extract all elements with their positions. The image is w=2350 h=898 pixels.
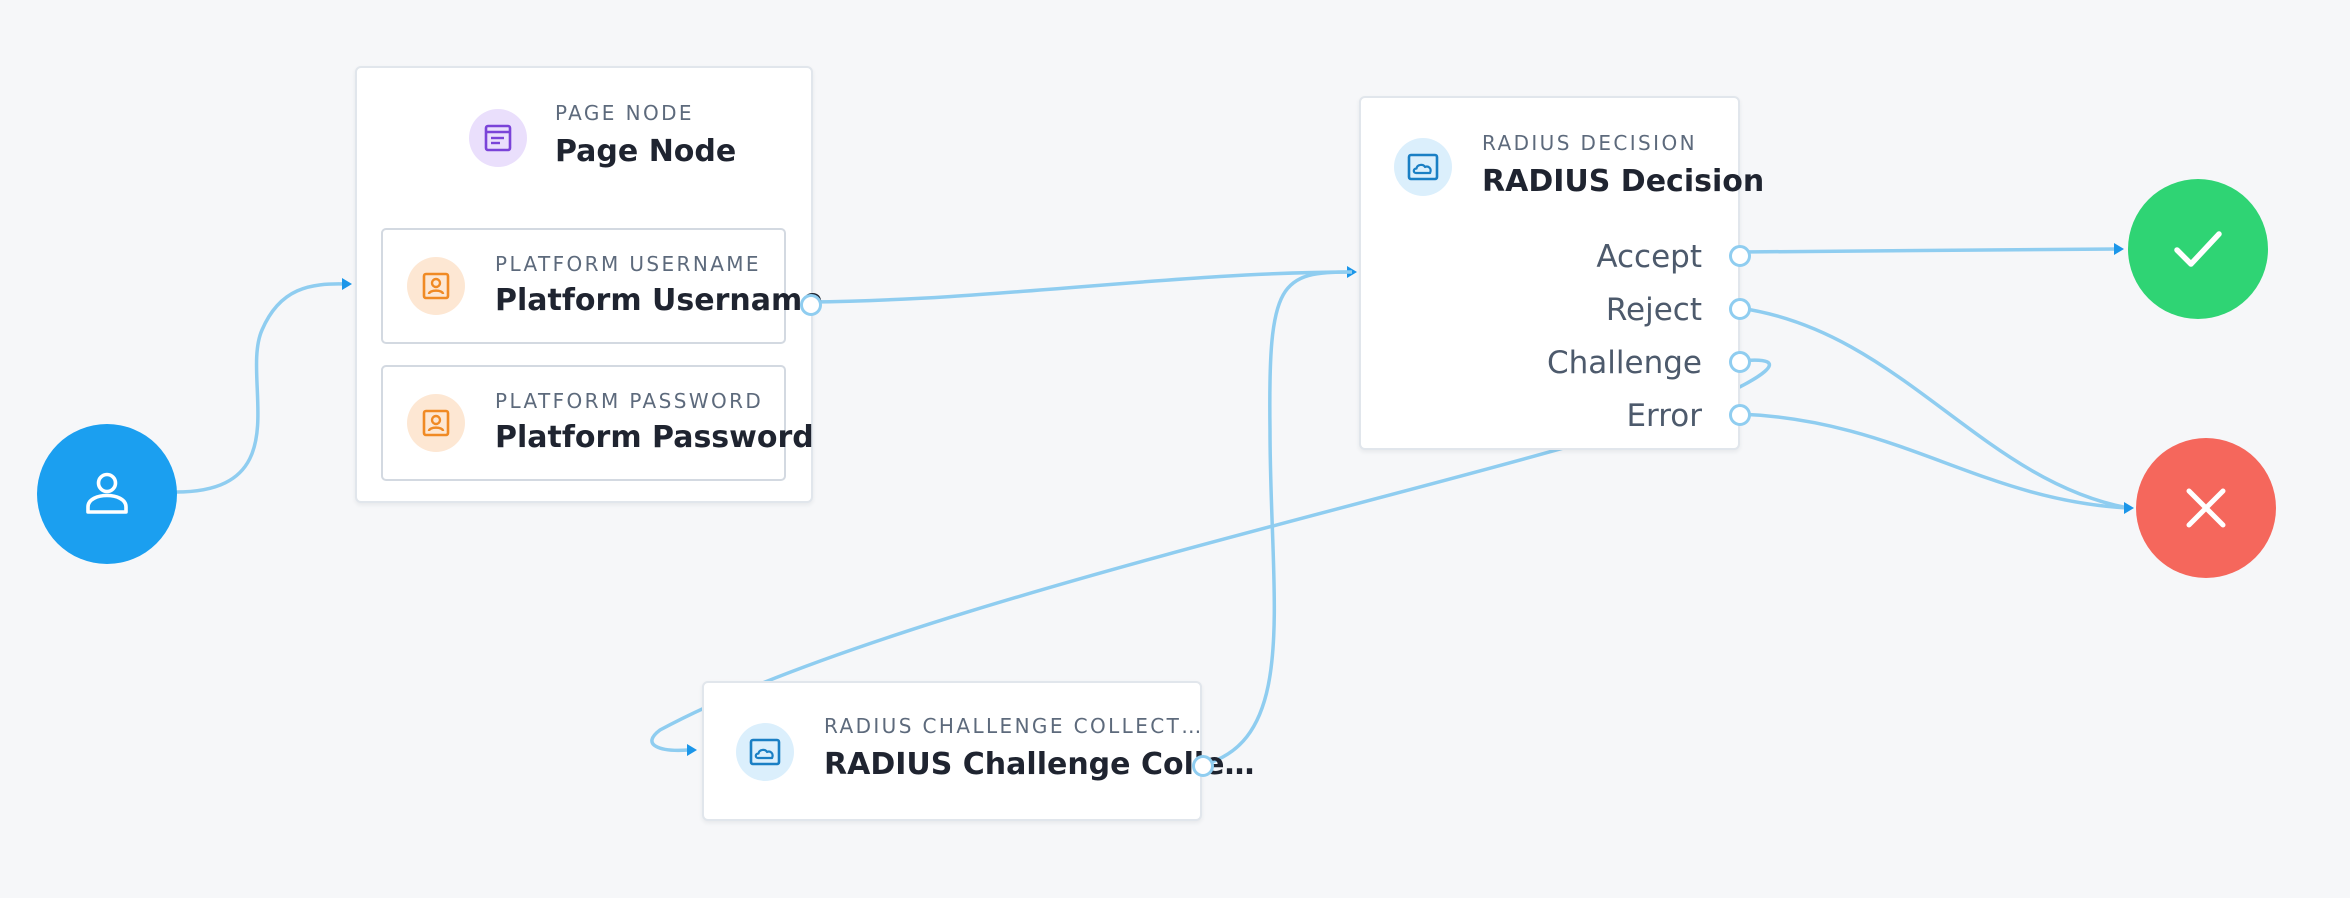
id-card-icon <box>422 409 450 437</box>
outcome-accept-port[interactable] <box>1729 245 1751 267</box>
arrow-into-challenge-collector <box>687 744 697 756</box>
radius-challenge-icon-badge <box>736 723 794 781</box>
platform-username-type: PLATFORM USERNAME <box>495 252 761 276</box>
wire-start-to-page <box>175 282 347 494</box>
wire-challenge-collector-to-decision <box>1201 270 1353 767</box>
page-node-type: PAGE NODE <box>555 101 694 125</box>
cloud-window-icon <box>1407 153 1439 181</box>
arrow-into-page-node <box>342 278 352 290</box>
page-node-icon-badge <box>469 109 527 167</box>
page-node-title: Page Node <box>555 134 737 169</box>
success-node[interactable] <box>2128 179 2268 319</box>
page-icon <box>484 124 512 152</box>
wire-username-to-decision <box>810 270 1353 304</box>
wire-accept-to-success <box>1738 247 2119 254</box>
page-node[interactable]: PAGE NODE Page Node PLATFORM USERNAME Pl… <box>355 66 823 503</box>
outcome-error-label: Error <box>1626 398 1702 434</box>
radius-challenge-title: RADIUS Challenge Colle… <box>824 747 1255 782</box>
page-node-header: PAGE NODE Page Node <box>357 68 811 198</box>
user-icon <box>86 472 128 514</box>
radius-challenge-output-port[interactable] <box>1192 755 1214 777</box>
radius-decision-node[interactable]: RADIUS DECISION RADIUS Decision Accept R… <box>1359 96 1764 450</box>
close-icon <box>2186 488 2226 528</box>
platform-password-node[interactable]: PLATFORM PASSWORD Platform Password <box>381 365 814 481</box>
failure-node[interactable] <box>2136 438 2276 578</box>
platform-password-icon-badge <box>407 394 465 452</box>
wire-reject-to-failure <box>1738 306 2129 510</box>
wire-error-to-failure <box>1738 412 2129 510</box>
outcome-reject-port[interactable] <box>1729 298 1751 320</box>
arrow-into-decision-from-page <box>1347 266 1357 278</box>
radius-decision-header: RADIUS DECISION RADIUS Decision <box>1361 98 1764 228</box>
cloud-window-icon <box>749 738 781 766</box>
radius-decision-type: RADIUS DECISION <box>1482 131 1697 155</box>
platform-username-icon-badge <box>407 257 465 315</box>
platform-password-type: PLATFORM PASSWORD <box>495 389 764 413</box>
platform-username-output-port[interactable] <box>800 294 822 316</box>
checkmark-icon <box>2174 231 2222 267</box>
outcome-challenge-label: Challenge <box>1547 345 1702 381</box>
outcome-reject-label: Reject <box>1605 292 1702 328</box>
start-node[interactable] <box>37 424 177 564</box>
outcome-accept-label: Accept <box>1596 239 1702 275</box>
platform-password-title: Platform Password <box>495 420 814 455</box>
radius-challenge-type: RADIUS CHALLENGE COLLECT… <box>824 714 1204 738</box>
radius-decision-title: RADIUS Decision <box>1482 164 1765 199</box>
platform-username-node[interactable]: PLATFORM USERNAME Platform Username <box>381 228 823 344</box>
outcome-challenge-port[interactable] <box>1729 351 1751 373</box>
arrow-into-failure <box>2124 502 2134 514</box>
radius-challenge-collector-node[interactable]: RADIUS CHALLENGE COLLECT… RADIUS Challen… <box>702 681 1255 821</box>
radius-decision-icon-badge <box>1394 138 1452 196</box>
platform-username-title: Platform Username <box>495 283 823 318</box>
id-card-icon <box>422 272 450 300</box>
arrow-into-success <box>2114 243 2124 255</box>
outcome-error-port[interactable] <box>1729 404 1751 426</box>
